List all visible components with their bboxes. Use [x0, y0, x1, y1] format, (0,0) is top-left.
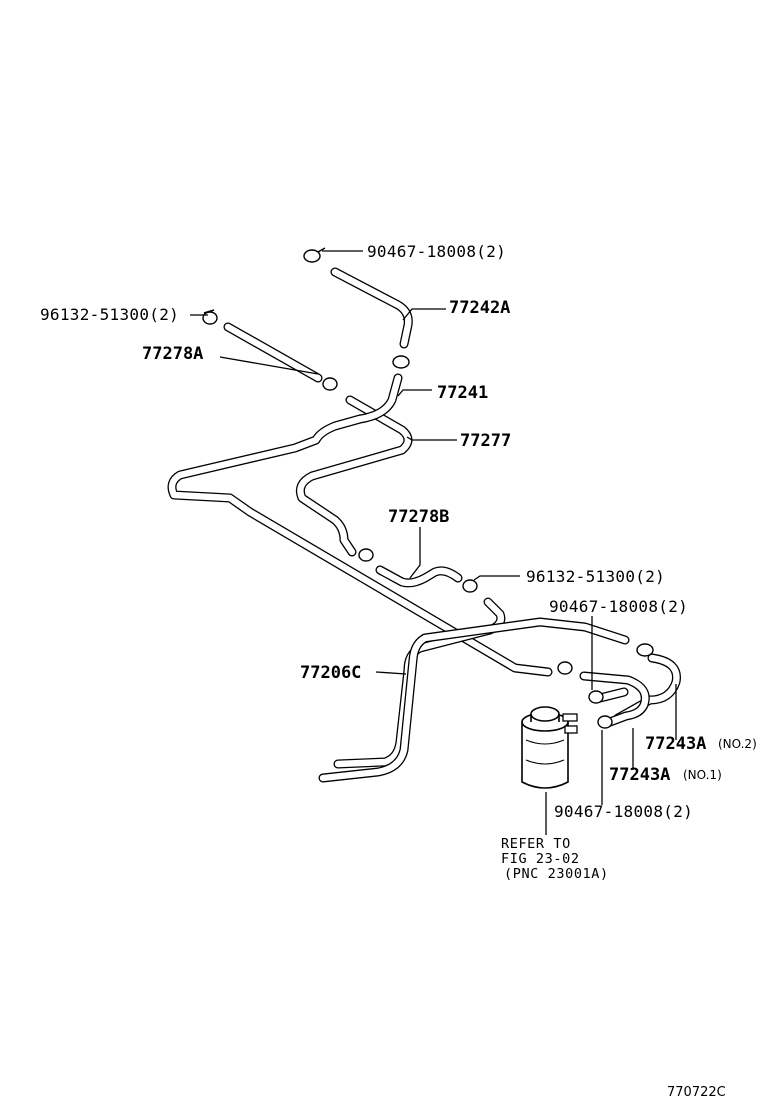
label-hose-77278b: 77278B	[388, 507, 449, 527]
label-hose-77243a-no2-note: (NO.2)	[718, 737, 757, 751]
clamp-icon	[636, 643, 654, 657]
label-clamp-top: 90467-18008(2)	[367, 242, 506, 261]
hose-77278b	[375, 565, 463, 588]
clamp-icon	[358, 548, 374, 562]
leader-lines	[190, 250, 677, 835]
drawing-code: 770722C	[667, 1085, 726, 1100]
clamp-icon	[588, 690, 604, 704]
label-hose-77243a-no2: 77243A	[645, 734, 706, 754]
label-pipe-77277: 77277	[460, 431, 511, 451]
hose-77242a	[330, 267, 413, 349]
label-clamp-left: 96132-51300(2)	[40, 305, 179, 324]
label-pipe-77206c: 77206C	[300, 663, 361, 683]
charcoal-canister	[521, 706, 578, 789]
clamp-icon	[202, 309, 218, 325]
hose-77278a	[223, 322, 323, 383]
clamp-icon	[597, 715, 613, 729]
refer-text-line2: FIG 23-02	[501, 851, 580, 867]
clamp-icon	[322, 377, 338, 391]
label-pipe-77241: 77241	[437, 383, 488, 403]
pipe-77277	[295, 395, 413, 557]
label-hose-77278a: 77278A	[142, 344, 203, 364]
clamp-icon	[392, 355, 410, 369]
hose-77243a-no2	[613, 653, 681, 723]
refer-text-line1: REFER TO	[501, 836, 571, 852]
clamp-icon	[557, 661, 573, 675]
label-hose-77242a: 77242A	[449, 298, 510, 318]
clamp-icon	[303, 247, 326, 263]
label-hose-77243a-no1-note: (NO.1)	[683, 768, 722, 782]
refer-text-line3: (PNC 23001A)	[504, 866, 609, 882]
label-hose-77243a-no1: 77243A	[609, 765, 670, 785]
label-clamp-bottom: 90467-18008(2)	[554, 802, 693, 821]
pipe-77206c	[318, 597, 630, 783]
clamp-icon	[462, 579, 478, 593]
label-clamp-right-upper: 90467-18008(2)	[549, 597, 688, 616]
label-clamp-mid-right: 96132-51300(2)	[526, 567, 665, 586]
pipe-77241	[167, 373, 553, 677]
hose-77243a-no1	[579, 671, 650, 727]
